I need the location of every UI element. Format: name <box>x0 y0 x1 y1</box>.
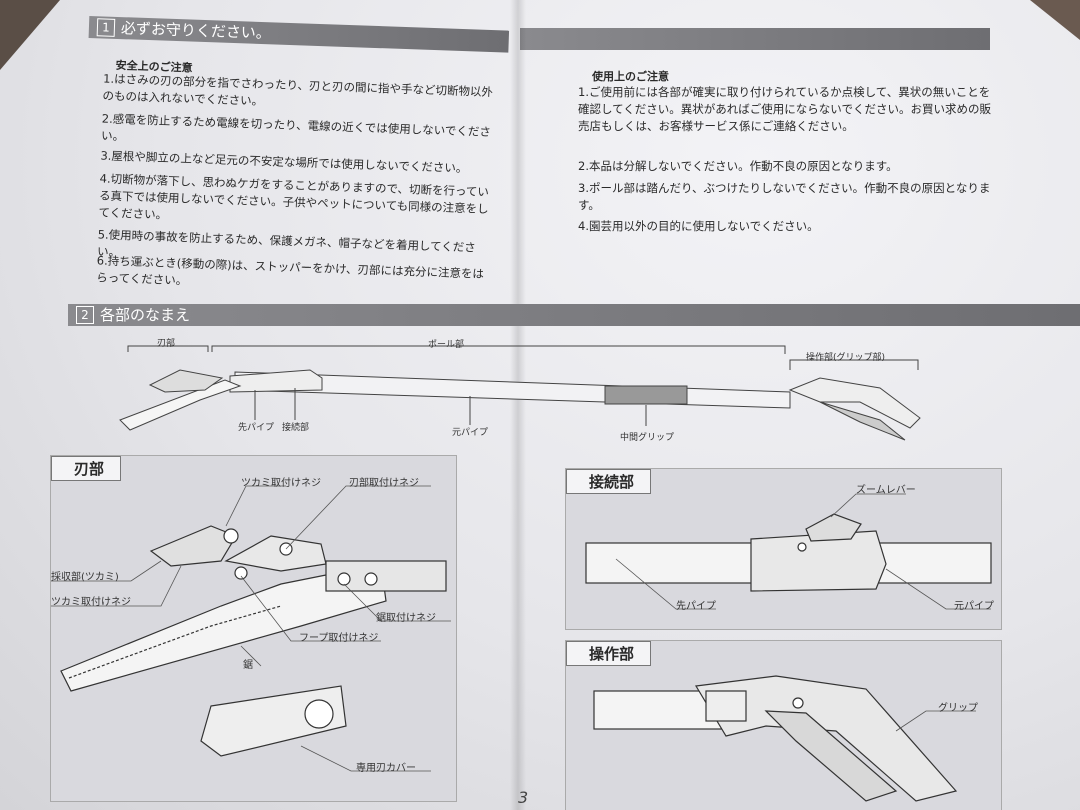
background-table-corner-right <box>1030 0 1080 40</box>
page-number: 3 <box>518 788 529 807</box>
blade-label-saw-screw: 鋸取付けネジ <box>376 613 436 624</box>
joint-illustration <box>585 493 992 610</box>
background-table-corner <box>0 0 60 70</box>
joint-label-base-pipe: 元パイプ <box>954 601 994 612</box>
blade-label-saw: 鋸 <box>243 660 253 671</box>
tool-overview-diagram <box>119 345 921 441</box>
label-blade-part: 刃部 <box>157 339 176 349</box>
grip-panel: 操作部 グリップ <box>565 640 1002 810</box>
right-page: 使用上のご注意 1.ご使用前には各部が確実に取り付けられているか点検して、異状の… <box>520 0 1080 810</box>
section1-number: 1 <box>96 18 116 37</box>
section2-number: 2 <box>76 306 94 324</box>
section2-header: 2 各部のなまえ <box>68 304 1080 326</box>
blade-label-tsukami-screw: ツカミ取付けネジ <box>51 597 131 608</box>
blade-panel: 刃部 <box>50 455 457 802</box>
joint-panel-title: 接続部 <box>566 469 652 494</box>
label-pole-part: ポール部 <box>428 340 465 350</box>
section1-title: 必ずお守りください。 <box>120 19 272 43</box>
label-grip-part: 操作部(グリップ部) <box>806 353 886 363</box>
page-fold <box>510 0 526 810</box>
label-joint: 接続部 <box>282 423 310 433</box>
usage-item-2: 2.本品は分解しないでください。作動不良の原因となります。 <box>578 159 898 173</box>
blade-label-hoop-screw: フープ取付けネジ <box>299 633 379 644</box>
blade-illustration <box>51 485 451 772</box>
joint-panel: 接続部 ズームレバー 先パイプ 元パイプ <box>565 468 1002 630</box>
grip-label-grip: グリップ <box>938 703 978 714</box>
joint-label-tip-pipe: 先パイプ <box>676 601 716 612</box>
label-tip-pipe: 先パイプ <box>238 423 275 433</box>
safety-item-4: 4.切断物が落下し、思わぬケガをすることがありますので、切断を行っている真下では… <box>98 171 490 222</box>
blade-label-cover: 専用刃カバー <box>356 763 416 774</box>
label-base-pipe: 元パイプ <box>452 428 489 438</box>
blade-label-blade-screw: 刃部取付けネジ <box>349 478 419 489</box>
usage-heading: 使用上のご注意 <box>592 70 669 83</box>
usage-item-4: 4.園芸用以外の目的に使用しないでください。 <box>578 219 819 233</box>
section2-title: 各部のなまえ <box>100 306 191 324</box>
joint-label-zoom-lever: ズームレバー <box>856 485 916 496</box>
grip-panel-title: 操作部 <box>566 641 652 666</box>
section1-header-continued <box>520 28 990 50</box>
grip-illustration <box>593 675 976 802</box>
label-middle-grip: 中間グリップ <box>620 433 675 443</box>
blade-panel-title: 刃部 <box>51 456 122 481</box>
usage-item-1: 1.ご使用前には各部が確実に取り付けられているか点検して、異状の無いことを確認し… <box>578 85 991 133</box>
blade-label-tsukami-screw-top: ツカミ取付けネジ <box>241 478 321 489</box>
safety-item-1: 1.はさみの刃の部分を指でさわったり、刃と刃の間に指や手など切断物以外のものは入… <box>102 71 494 109</box>
usage-item-3: 3.ポール部は踏んだり、ぶつけたりしないでください。作動不良の原因となります。 <box>578 181 991 212</box>
blade-label-catcher: 採収部(ツカミ) <box>51 572 119 583</box>
